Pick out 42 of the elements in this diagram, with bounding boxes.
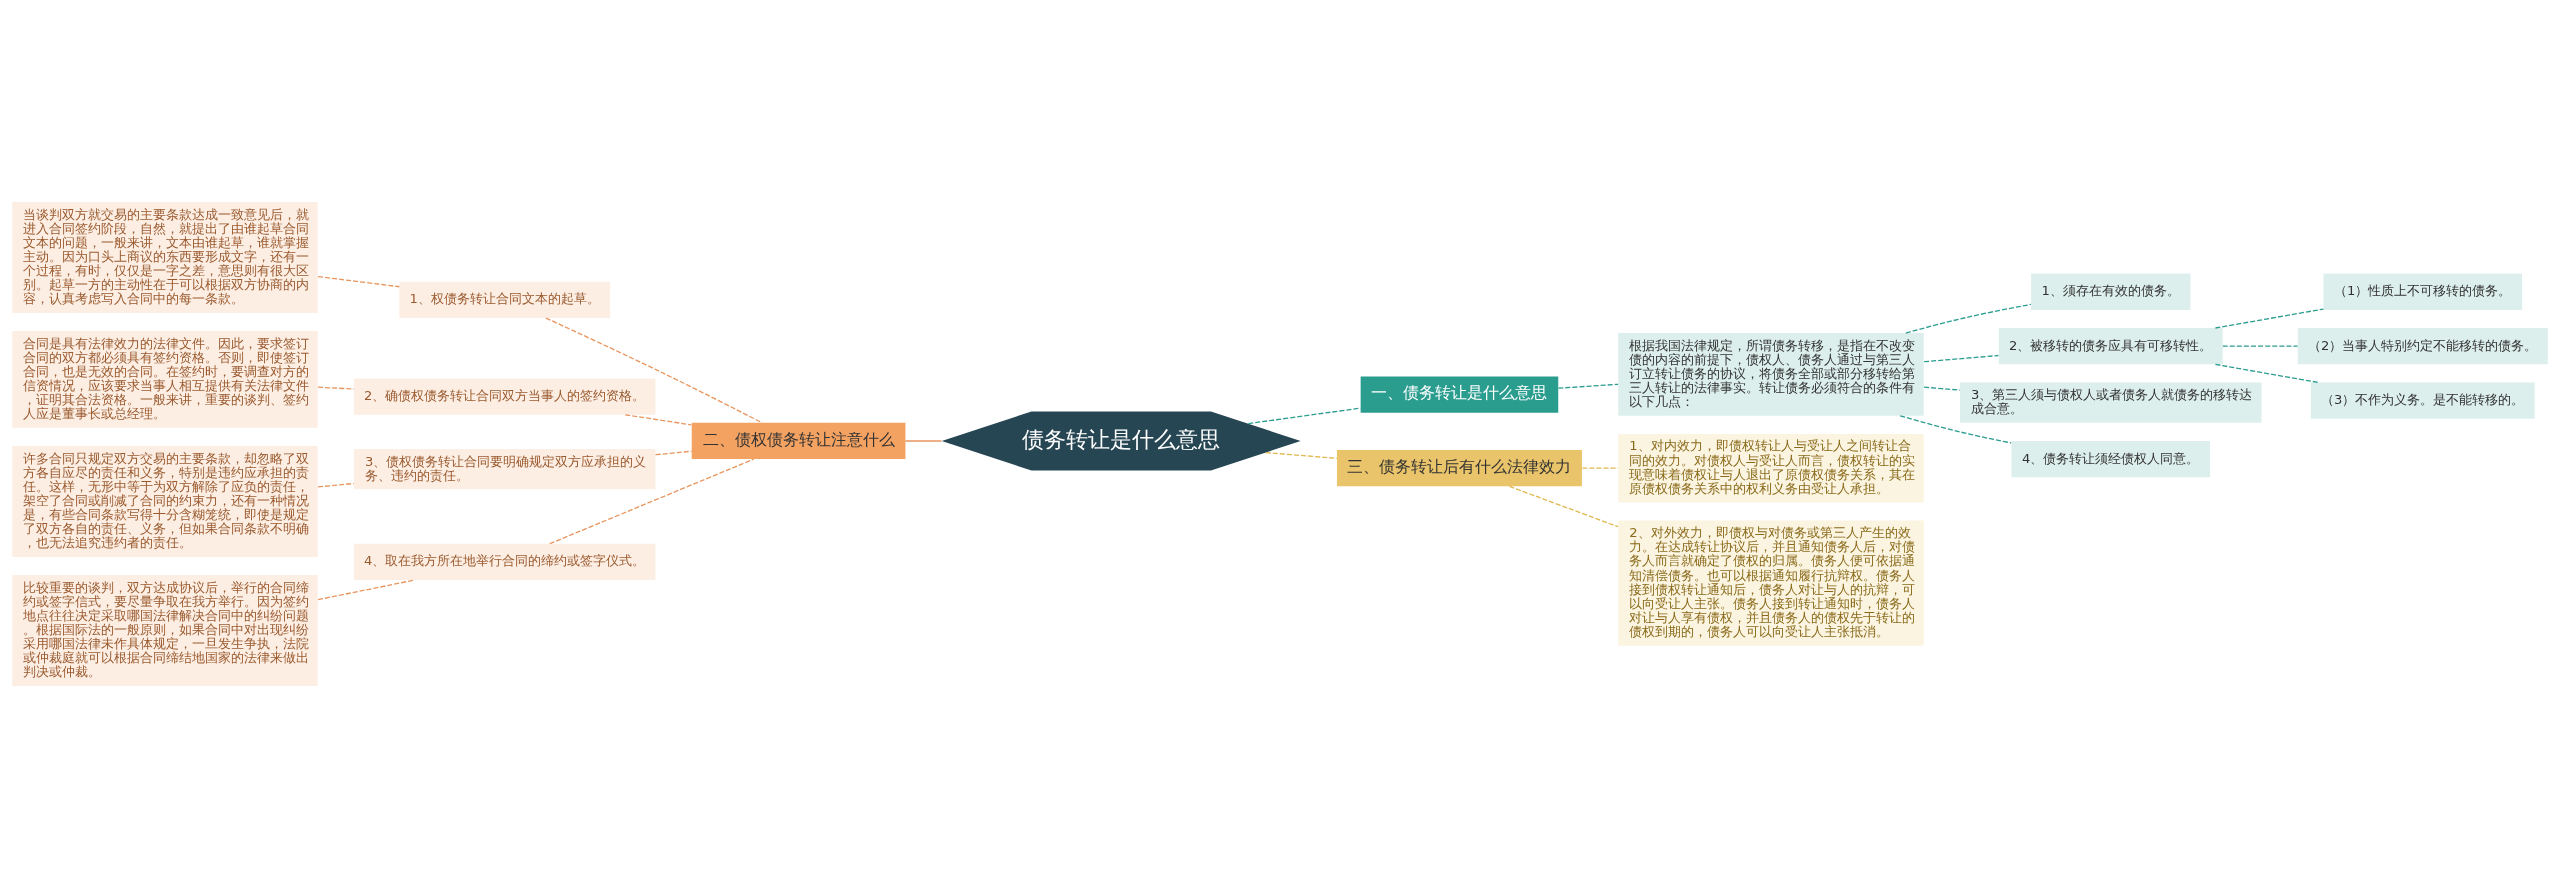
- node-box: 一、债务转让是什么意思: [1360, 375, 1559, 413]
- connector: [1899, 414, 2012, 444]
- node-box: 许多合同只规定双方交易的主要条款，却忽略了双方各自应尽的责任和义务，特别是违约应承担的责任。这样，无形中等于为双方解除了应负的责任，架空了合同或削减了合同的约束力，还有一种情况是，有些合同条款写得十分含糊笼统，即使是规定了双方各自的责任、义务，但如果合同条款不明确，也无法追究违约者的责任。: [12, 445, 318, 557]
- connector: [1905, 303, 2032, 334]
- node-box: 当谈判双方就交易的主要条款达成一致意见后，就进入合同签约阶段，自然，就提出了由谁起草合同文本的问题，一般来讲，文本由谁起草，谁就掌握主动。因为口头上商议的东西要形成文字，还有一个过程，有时，仅仅是一字之差，意思则有很大区别。起草一方的主动性在于可以根据双方协商的内容，认真考虑写入合同中的每一条款。: [12, 201, 318, 313]
- connector: [1923, 354, 2000, 362]
- node-box: 2、对外效力，即债权与对债务或第三人产生的效力。在达成转让协议后，并且通知债务人后，对债务人而言就确定了债权的归属。债务人便可依据通知清偿债务。也可以根据通知履行抗辩权。债务人接到债权转让通知后，债务人对让与人的抗辩，可以向受让人主张。债务人接到转让通知时，债务人对让与人享有债权，并且债务人的债权先于转让的债权到期的，债务人可以向受让人主张抵消。: [1618, 520, 1924, 646]
- node-box: 根据我国法律规定，所谓债务转移，是指在不改变债的内容的前提下，债权人、债务人通过与第三人订立转让债务的协议，将债务全部或部分移转给第三人转让的法律事实。转让债务必须符合的条件有以下几点：: [1618, 332, 1924, 416]
- node-box: 2、确债权债务转让合同双方当事人的签约资格。: [354, 377, 656, 415]
- node-box: 2、被移转的债务应具有可移转性。: [1998, 327, 2223, 364]
- connector: [1508, 485, 1619, 527]
- node-box: （1）性质上不可移转的债务。: [2323, 273, 2523, 310]
- connector: [904, 439, 943, 442]
- node-box: 1、对内效力，即债权转让人与受让人之间转让合同的效力。对债权人与受让人而言，债权转让的实现意味着债权让与人退出了原债权债务关系，其在原债权债务关系中的权利义务由受让人承担。: [1618, 433, 1924, 502]
- node-box: 合同是具有法律效力的法律文件。因此，要求签订合同的双方都必须具有签约资格。否则，即使签订合同，也是无效的合同。在签约时，要调查对方的信资情况，应该要求当事人相互提供有关法律文件，证明其合法资格。一般来讲，重要的谈判、签约人应是董事长或总经理。: [12, 330, 318, 428]
- node-box: 4、债务转让须经债权人同意。: [2011, 440, 2211, 477]
- connector: [1265, 451, 1338, 459]
- connector: [545, 316, 763, 423]
- connector: [549, 458, 755, 544]
- connector: [654, 450, 693, 455]
- node-box: 3、第三人须与债权人或者债务人就债务的移转达成合意。: [1960, 382, 2262, 423]
- connector: [317, 386, 355, 390]
- connector: [1247, 406, 1362, 424]
- connector: [1581, 467, 1619, 469]
- connector: [2214, 363, 2319, 383]
- connector: [1557, 383, 1619, 389]
- connector: [317, 482, 355, 488]
- node-box: 1、权债务转让合同文本的起草。: [399, 281, 611, 318]
- connector: [1923, 386, 1961, 391]
- node-box: 二、债权债务转让注意什么: [691, 422, 906, 459]
- connector: [317, 578, 415, 600]
- connector: [624, 413, 692, 425]
- node-box: 4、取在我方所在地举行合同的缔约或签字仪式。: [354, 543, 656, 580]
- node-box: （3）不作为义务。是不能转移的。: [2310, 382, 2535, 419]
- node-box: 三、债务转让后有什么法律效力: [1336, 449, 1582, 486]
- connector: [2222, 345, 2299, 347]
- node-box: （2）当事人特别约定不能移转的债务。: [2297, 327, 2548, 364]
- connector: [2214, 307, 2325, 329]
- connector: [317, 275, 400, 287]
- node-box: 比较重要的谈判，双方达成协议后，举行的合同缔约或签字信式，要尽量争取在我方举行。因为签约地点往往决定采取哪国法律解决合同中的纠纷问题。根据国际法的一般原则，如果合同中对出现纠纷采用哪国法律未作具体规定，一旦发生争执，法院或仲裁庭就可以根据合同缔结地国家的法律来做出判决或仲裁。: [12, 574, 318, 686]
- node-box: 3、债权债务转让合同要明确规定双方应承担的义务、违约的责任。: [354, 448, 656, 489]
- node-box: 1、须存在有效的债务。: [2031, 273, 2191, 310]
